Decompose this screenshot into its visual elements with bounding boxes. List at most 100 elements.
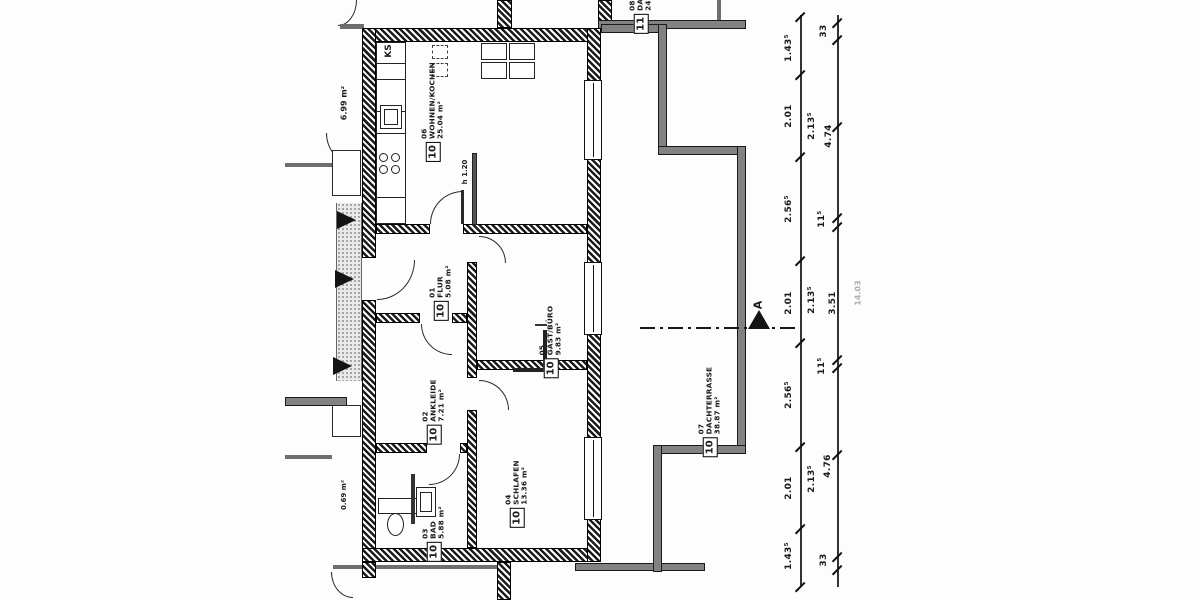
annotation-area-left-bottom: 0.69 m²	[340, 479, 348, 511]
dimension-line-inner	[837, 15, 839, 587]
kitchen-counter	[376, 42, 406, 224]
lower-unit-wall-stub	[497, 562, 511, 600]
dining-table-seat-1	[481, 43, 507, 60]
wall-ankleide-bad-b	[460, 443, 467, 453]
dimension-line-outer	[800, 15, 802, 587]
upper-line-right	[717, 0, 721, 22]
section-arrow-a	[748, 310, 770, 329]
door-arc-flur-gast	[479, 236, 506, 263]
flat-left-wall-stub-below	[362, 562, 376, 578]
dim-outer-label-6: 1.43⁵	[784, 542, 794, 570]
stair-arrow-0	[337, 211, 356, 229]
cooktop-burner-1	[379, 153, 388, 162]
stair-arrow-2	[333, 357, 352, 375]
lower-unit-wall-gray	[575, 563, 705, 571]
balcony-niche-upper	[332, 150, 361, 196]
room-number-box: 10	[702, 437, 718, 458]
wall-corridor-vertical-b	[467, 410, 477, 548]
wall-corridor-vertical-a	[467, 262, 477, 378]
dim-inner-label-2: 4.74	[824, 124, 834, 148]
dim-inner-label-1: 2.13⁵	[807, 112, 817, 140]
door-leaf-kitchen	[461, 190, 464, 224]
balcony-niche-lower	[332, 405, 361, 437]
dim-outer-label-1: 2.01	[784, 104, 794, 128]
room-number-box: 10	[426, 424, 442, 445]
cooktop-burner-3	[379, 165, 388, 174]
dim-inner-label-6: 11⁵	[817, 357, 827, 375]
dining-chair-1	[432, 45, 448, 59]
wall-kitchen-flur-a	[376, 224, 430, 234]
door-arc-bad	[429, 454, 460, 485]
door-arc-top-left-corner	[338, 0, 357, 26]
annotation-knee-wall-height: h 1.20	[461, 159, 469, 185]
dim-inner-label-8: 2.13⁵	[807, 465, 817, 493]
annotation-area-left-top: 6.99 m²	[339, 85, 349, 121]
annotation-overall-dim: 14.03	[853, 280, 863, 306]
neighbor-wall-left-mid	[285, 397, 347, 406]
annotation-section-letter: A	[751, 300, 765, 310]
wall-ankleide-bad-a	[376, 443, 427, 453]
dim-outer-label-2: 2.56⁵	[784, 195, 794, 223]
walkway-stipple-band	[336, 203, 362, 381]
window-gast	[584, 262, 602, 335]
room-area: 25.04 m²	[436, 100, 446, 139]
room-number-box: 10	[426, 541, 442, 562]
neighbor-roof-wall-top	[598, 20, 746, 29]
terrace-parapet-upper-vertical	[658, 24, 667, 154]
knee-wall-line	[472, 153, 477, 225]
dim-inner-label-4: 2.13⁵	[807, 286, 817, 314]
cooktop-burner-4	[391, 165, 400, 174]
section-line-a	[640, 327, 795, 329]
room-number-box: 10	[433, 300, 449, 321]
flat-wall-left-upper	[362, 28, 376, 258]
window-schlafen	[584, 437, 602, 520]
desk-line-horizontal	[513, 368, 547, 372]
terrace-parapet-lower-vertical	[653, 445, 662, 572]
room-number-box: 11	[633, 13, 649, 34]
upper-wall-stub-center	[497, 0, 512, 28]
desk-dashes	[535, 324, 547, 326]
neighbor-wall-stub-topleft	[340, 24, 364, 29]
neighbor-floor-line-bottom	[285, 455, 332, 459]
flat-wall-top	[362, 28, 601, 42]
wall-flur-ankleide-a	[376, 313, 420, 323]
flat-wall-left-lower	[362, 300, 376, 562]
dim-outer-label-3: 2.01	[784, 291, 794, 315]
door-arc-kitchen	[430, 191, 463, 224]
dining-table-seat-3	[481, 62, 507, 79]
stair-arrow-1	[335, 270, 354, 288]
wall-kitchen-flur-b	[463, 224, 587, 234]
window-wohnen	[584, 80, 602, 160]
door-arc-entrance	[377, 260, 415, 300]
room-number-box: 10	[543, 358, 559, 379]
neighbor-floor-line-top	[285, 163, 335, 167]
flat-wall-bottom	[362, 548, 601, 562]
lower-unit-line-left	[333, 565, 497, 569]
room-area: 5.88 m²	[437, 506, 447, 539]
room-area: 7.21 m²	[437, 388, 447, 422]
dining-table-seat-4	[509, 62, 535, 79]
dim-inner-label-3: 11⁵	[817, 210, 827, 228]
room-area: 5.08 m²	[444, 265, 454, 298]
room-area: 9.83 m²	[554, 322, 564, 356]
terrace-parapet-shoulder	[658, 146, 746, 155]
cooktop-burner-2	[391, 153, 400, 162]
desk-line-vertical	[543, 330, 547, 372]
room-area: 24.8 m²	[644, 0, 653, 11]
dining-table-seat-2	[509, 43, 535, 60]
door-arc-bottom-left	[331, 572, 353, 598]
door-arc-flur-ankleide	[421, 324, 452, 355]
dim-inner-label-0: 33	[819, 24, 829, 38]
towel-rail	[411, 474, 415, 524]
dim-inner-label-5: 3.51	[828, 291, 838, 315]
wall-flur-ankleide-b	[452, 313, 467, 323]
bath-sink-basin	[420, 492, 432, 512]
dim-outer-label-4: 2.56⁵	[784, 381, 794, 409]
